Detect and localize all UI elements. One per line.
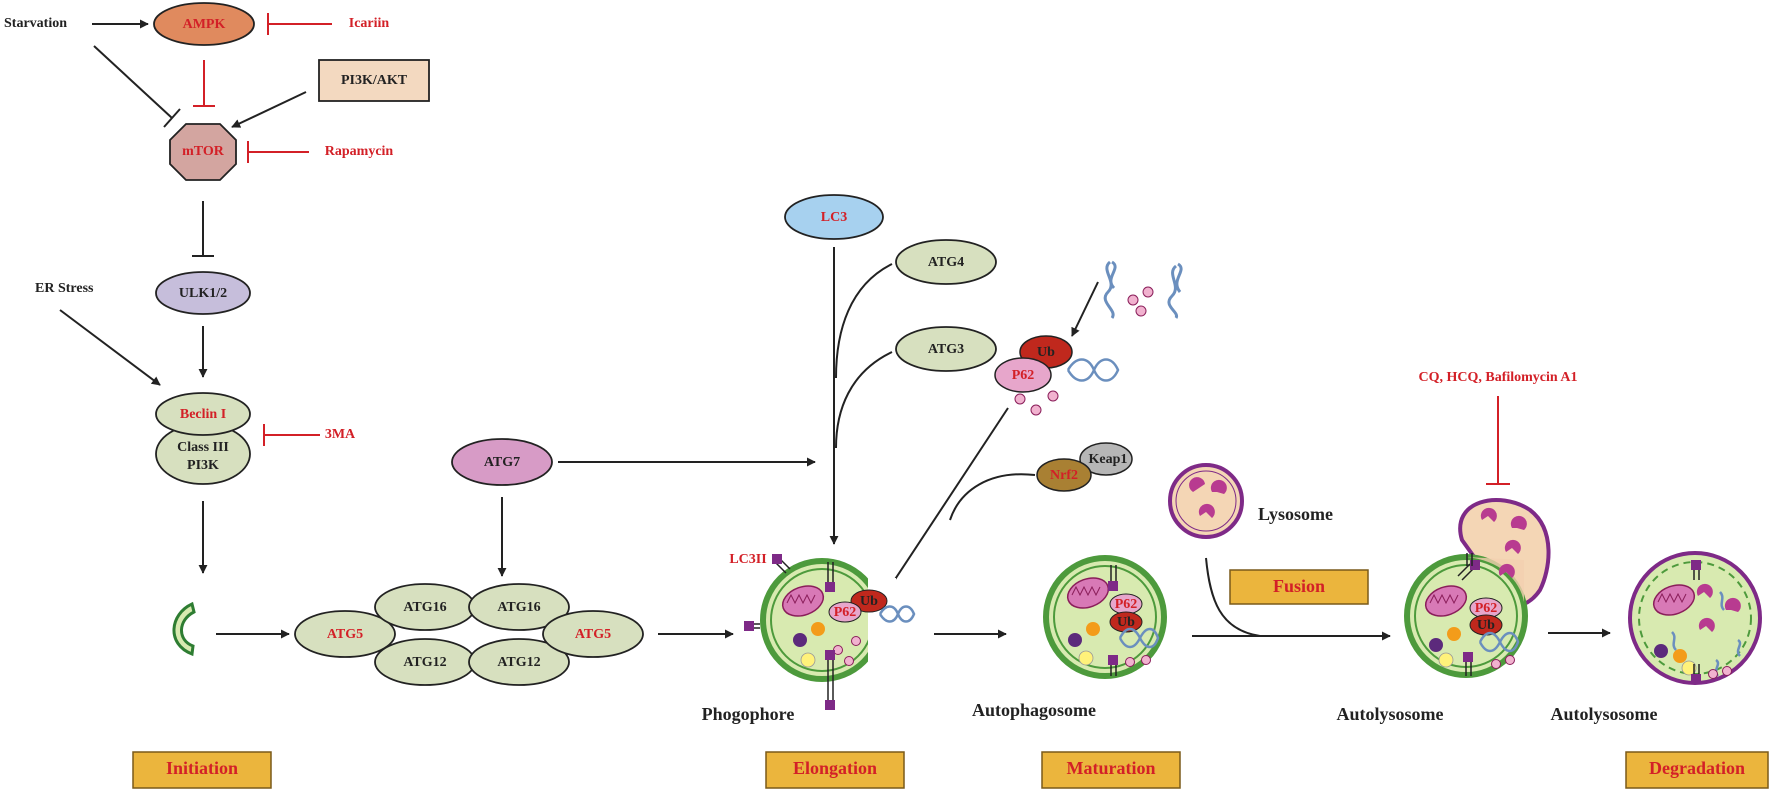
keap1-node: [1079, 442, 1133, 476]
atg4-label: ATG4: [928, 255, 964, 270]
autolysosome-degrading-structure: [1628, 551, 1762, 685]
mtor-label: mTOR: [182, 144, 225, 159]
atg5-right-node: [542, 610, 644, 658]
isolation-membrane-crescent: [172, 601, 196, 657]
ulk-node: [155, 271, 251, 315]
pi3k-akt-box: [318, 59, 430, 102]
lysosome-fusion-curve: [1205, 557, 1261, 637]
autolysosome-ub-mini: Ub: [1477, 618, 1495, 633]
ampk-node: [153, 2, 255, 46]
atg5-left-label: ATG5: [327, 627, 363, 642]
atg12-left-label: ATG12: [403, 655, 446, 670]
er-stress-label: ER Stress: [35, 281, 94, 296]
atg3-node: [895, 326, 997, 372]
phogophore-structure: [744, 554, 916, 710]
mtor-node: [169, 123, 237, 181]
atg3-to-lc3-curve: [835, 351, 893, 449]
atg16-left-label: ATG16: [403, 600, 446, 615]
autolysosome-p62-mini: P62: [1475, 601, 1498, 616]
degradation-stage-label: Degradation: [1649, 758, 1745, 778]
phogophore-label: Phogophore: [702, 704, 795, 724]
rapamycin-label: Rapamycin: [325, 144, 394, 159]
beclin-node: [155, 392, 251, 436]
starvation-inhibits-mtor-line: [93, 45, 173, 119]
ub-dot: [1127, 294, 1139, 306]
maturation-stage-label: Maturation: [1067, 758, 1156, 778]
fusion-stage-box: [1229, 569, 1369, 605]
atg5-left-node: [294, 610, 396, 658]
lysosome-label: Lysosome: [1258, 504, 1333, 524]
ub-dot: [1047, 390, 1059, 402]
beclin-label: Beclin I: [180, 407, 226, 422]
lc3-node: [784, 194, 884, 240]
cq-label: CQ, HCQ, Bafilomycin A1: [1418, 370, 1577, 385]
pi3k-akt-label: PI3K/AKT: [341, 73, 408, 88]
degradation-stage-box: [1625, 751, 1769, 789]
autolysosome-fusing-structure: [1404, 498, 1551, 678]
elongation-stage-label: Elongation: [793, 758, 877, 778]
starvation-inhibits-mtor-bar: [163, 108, 181, 128]
keap1-label: Keap1: [1089, 452, 1128, 467]
cargo-protein-2: [1167, 262, 1183, 319]
autophagosome-label: Autophagosome: [972, 700, 1096, 720]
atg16-right-node: [468, 583, 570, 631]
atg12-right-node: [468, 638, 570, 686]
ub-cargo-squiggle: [1066, 358, 1120, 382]
atg7-label: ATG7: [484, 455, 520, 470]
atg4-to-lc3-curve: [835, 263, 893, 379]
maturation-stage-box: [1041, 751, 1181, 789]
ub-dot: [1030, 404, 1042, 416]
p62-label: P62: [1012, 368, 1035, 383]
atg4-node: [895, 239, 997, 285]
class3-label-line1: Class III: [177, 440, 229, 455]
cargo-to-ub-arrow: [1071, 281, 1099, 337]
ampk-label: AMPK: [183, 17, 226, 32]
initiation-stage-box: [132, 751, 272, 789]
ub-label: Ub: [1037, 345, 1055, 360]
icariin-label: Icariin: [349, 16, 390, 31]
lc3ii-label: LC3II: [729, 552, 766, 567]
nrf2-to-phogophore-curve: [949, 473, 1036, 521]
ub-dot: [1135, 305, 1147, 317]
p62-to-phogophore-arrow: [887, 407, 1009, 591]
nrf2-label: Nrf2: [1050, 468, 1078, 483]
fusion-stage-label: Fusion: [1273, 576, 1325, 596]
atg3-label: ATG3: [928, 342, 964, 357]
pi3k-akt-to-mtor-arrow: [231, 91, 307, 128]
class3-label-line2: PI3K: [187, 458, 219, 473]
ub-dot: [1142, 286, 1154, 298]
autolysosome-1-label: Autolysosome: [1337, 704, 1444, 724]
lc3-label: LC3: [821, 210, 847, 225]
lysosome-structure: [1168, 463, 1244, 539]
phogophore-ub-mini: Ub: [860, 594, 878, 609]
autophagosome-structure: [1043, 555, 1167, 679]
ulk-label: ULK1/2: [179, 286, 227, 301]
initiation-stage-label: Initiation: [166, 758, 238, 778]
atg12-right-label: ATG12: [497, 655, 540, 670]
autophagosome-ub-mini: Ub: [1117, 615, 1135, 630]
nrf2-node: [1036, 458, 1092, 492]
atg7-node: [451, 438, 553, 486]
elongation-stage-box: [765, 751, 905, 789]
atg16-right-label: ATG16: [497, 600, 540, 615]
ma3-label: 3MA: [325, 427, 356, 442]
autophagosome-p62-mini: P62: [1115, 597, 1138, 612]
ub-dot: [1014, 393, 1026, 405]
p62-node: [994, 357, 1052, 393]
autolysosome-2-label: Autolysosome: [1551, 704, 1658, 724]
starvation-label: Starvation: [4, 16, 67, 31]
cargo-protein-1: [1103, 260, 1117, 319]
phogophore-p62-mini: P62: [834, 605, 857, 620]
er-stress-to-beclin-arrow: [59, 309, 161, 386]
atg5-right-label: ATG5: [575, 627, 611, 642]
